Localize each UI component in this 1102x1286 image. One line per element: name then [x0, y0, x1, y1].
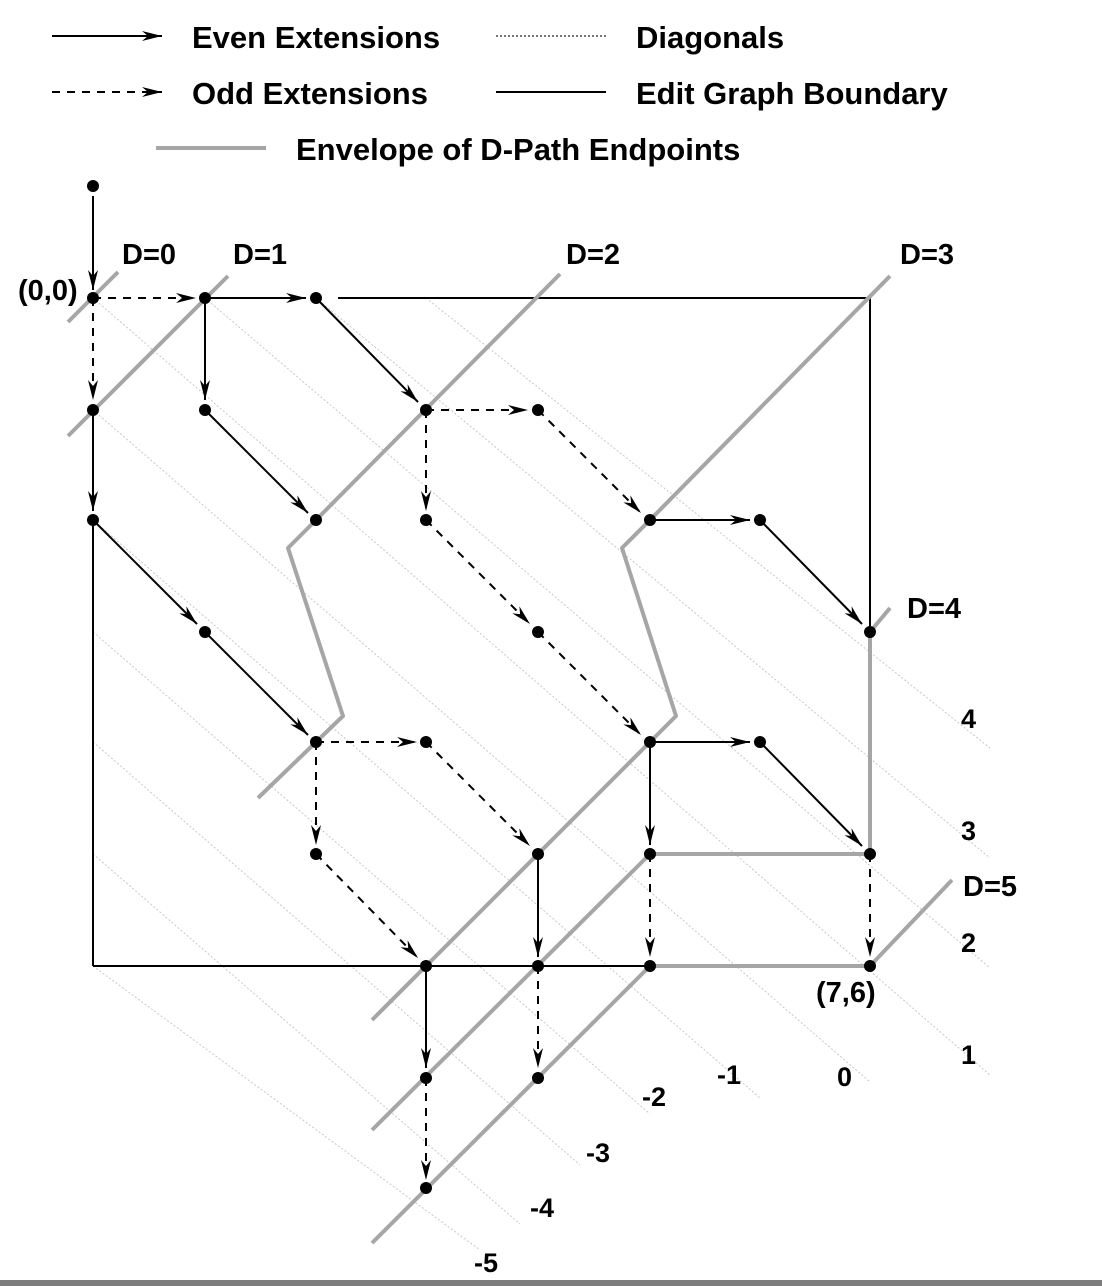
- odd-extensions: [88, 293, 875, 1180]
- end-label: (7,6): [816, 977, 876, 1009]
- diagonal-label-4: 4: [961, 704, 976, 734]
- d2-label: D=2: [566, 239, 620, 271]
- d5-label: D=5: [963, 871, 1017, 903]
- legend-even-label: Even Extensions: [192, 20, 440, 55]
- graph-nodes: [87, 180, 876, 1194]
- diagonal-label-3: 3: [961, 816, 976, 846]
- diagonal-label-minus-1: -1: [717, 1060, 741, 1090]
- diagonal-lines: [92, 297, 991, 1251]
- diagonal-label-2: 2: [961, 928, 976, 958]
- window-bottom-edge: [0, 1280, 1102, 1286]
- origin-label: (0,0): [18, 275, 78, 307]
- d0-label: D=0: [122, 239, 176, 271]
- envelope-lines: [66, 270, 954, 1245]
- diagonal-label-minus-3: -3: [586, 1138, 610, 1168]
- diagonal-label-minus-2: -2: [642, 1082, 666, 1112]
- diagonal-label-0: 0: [837, 1062, 852, 1092]
- legend-boundary-label: Edit Graph Boundary: [636, 76, 949, 111]
- d3-label: D=3: [900, 239, 954, 271]
- d1-label: D=1: [233, 239, 287, 271]
- legend: Even Extensions Odd Extensions Diagonals…: [52, 20, 949, 167]
- even-extensions: [88, 196, 863, 1068]
- legend-diagonals-label: Diagonals: [636, 20, 784, 55]
- legend-envelope-label: Envelope of D-Path Endpoints: [296, 132, 740, 167]
- diagonal-label-minus-4: -4: [530, 1193, 554, 1223]
- legend-odd-label: Odd Extensions: [192, 76, 428, 111]
- d4-label: D=4: [907, 593, 961, 625]
- diagonal-label-1: 1: [961, 1040, 976, 1070]
- edit-graph-boundary: [92, 297, 871, 967]
- diagonal-label-minus-5: -5: [474, 1248, 498, 1278]
- diagonal-index-labels: 4 3 2 1 0 -1 -2 -3 -4 -5: [474, 704, 976, 1278]
- graph-labels: (0,0) (7,6) D=0 D=1 D=2 D=3 D=4 D=5: [18, 239, 1017, 1009]
